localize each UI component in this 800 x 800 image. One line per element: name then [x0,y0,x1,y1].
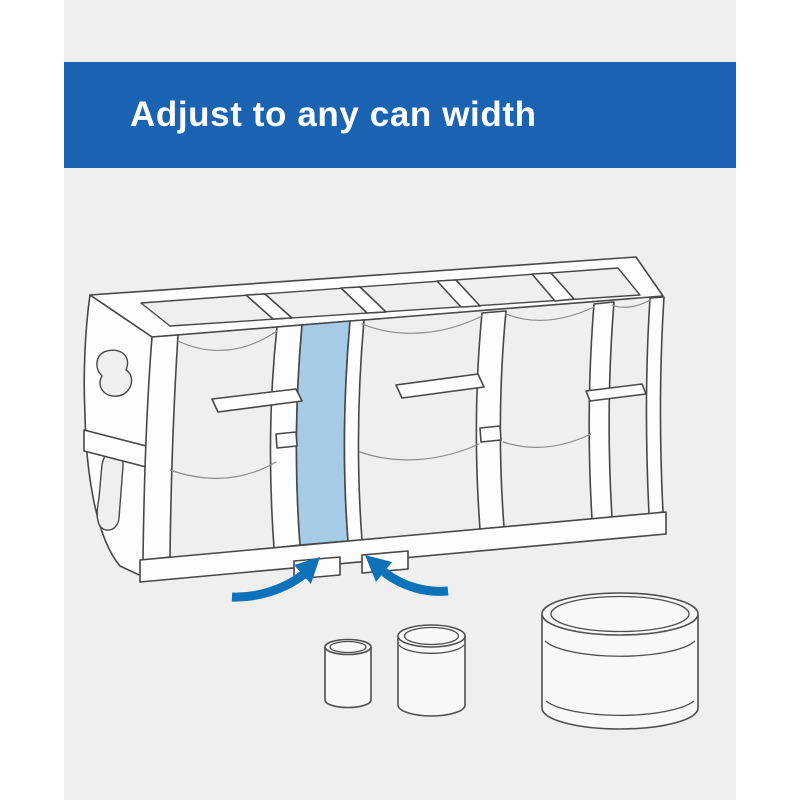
header-banner: Adjust to any can width [64,62,736,168]
gray-canvas: Adjust to any can width [64,0,736,800]
banner-title: Adjust to any can width [130,95,537,134]
